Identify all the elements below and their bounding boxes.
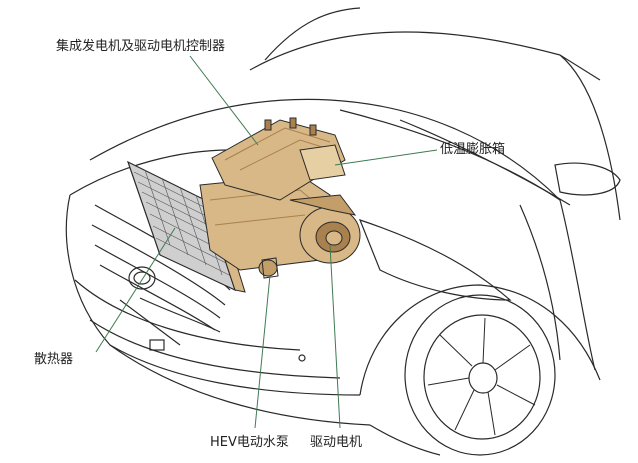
label-drive-motor: 驱动电机 <box>310 435 363 450</box>
leader-lines <box>95 55 438 429</box>
leader-expansion-tank <box>334 149 438 166</box>
front-wheel <box>404 294 556 456</box>
label-hev-pump: HEV电动水泵 <box>210 435 289 450</box>
leader-hev-pump <box>254 274 271 429</box>
leader-radiator <box>95 227 176 353</box>
label-radiator: 散热器 <box>34 352 74 367</box>
car-body-outline <box>65 7 621 456</box>
powertrain-assembly <box>199 117 361 279</box>
leader-generator-controller <box>189 55 259 146</box>
label-expansion-tank: 低温膨胀箱 <box>440 142 506 157</box>
leader-drive-motor <box>329 244 341 429</box>
label-generator-controller: 集成发电机及驱动电机控制器 <box>56 39 226 54</box>
